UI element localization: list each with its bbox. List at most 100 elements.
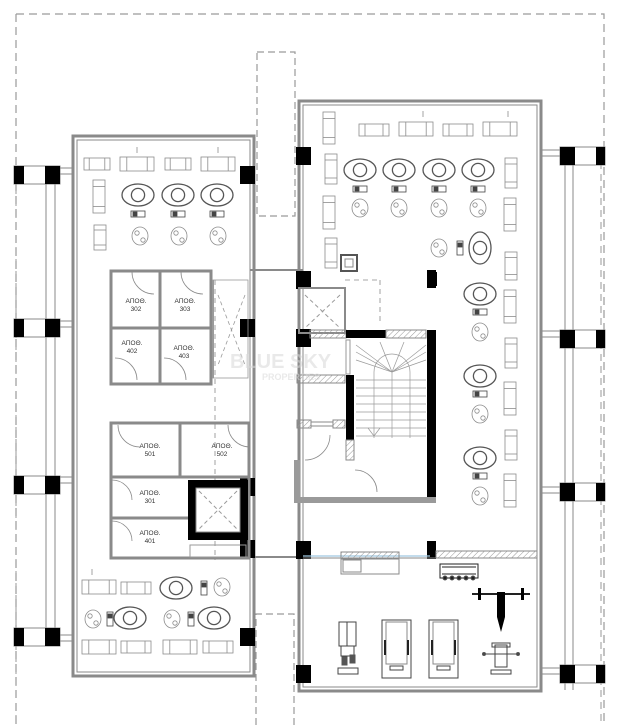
round-table-icon <box>471 486 489 506</box>
multi-gym-icon <box>337 621 359 675</box>
sunbed-icon <box>324 237 338 269</box>
sunbed-icon <box>322 195 336 230</box>
gym-equipment <box>337 563 530 679</box>
furniture-layer <box>81 111 518 655</box>
side-table-icon <box>170 210 186 218</box>
sunbed-icon <box>93 224 107 251</box>
sunbed-icon <box>503 381 517 416</box>
side-table-icon <box>456 240 464 256</box>
round-table-icon <box>351 198 369 218</box>
side-table-icon <box>470 185 486 193</box>
sunbed-icon <box>398 121 434 137</box>
watermark-line1: BLUE SKY <box>230 351 332 373</box>
sunbed-icon <box>503 289 517 324</box>
watermark: BLUE SKY PROPERTIES <box>230 351 332 382</box>
sunbed-icon <box>503 197 517 232</box>
column-icon <box>560 665 575 683</box>
room-number: 402 <box>127 348 138 355</box>
column-icon <box>296 271 311 289</box>
sunbed-icon <box>200 156 236 172</box>
room-number: 301 <box>145 498 156 505</box>
sunbed-icon <box>504 337 518 369</box>
column-icon <box>240 166 255 184</box>
room-label: ΑΠΟΘ. <box>140 490 161 497</box>
oval-lounge-chair-icon <box>343 158 377 182</box>
sunbed-icon <box>83 157 111 171</box>
column-icon <box>596 483 605 501</box>
room-label: ΑΠΟΘ. <box>140 443 161 450</box>
column-icon <box>296 541 311 559</box>
round-table-icon <box>430 238 448 258</box>
sunbed-icon <box>164 157 192 171</box>
side-table-icon <box>106 611 114 627</box>
oval-lounge-chair-icon <box>113 606 147 630</box>
oval-lounge-chair-icon <box>161 183 195 207</box>
link-corridor <box>214 269 381 560</box>
side-table-icon <box>391 185 407 193</box>
sunbed-icon <box>482 121 518 137</box>
column-icon <box>296 147 311 165</box>
round-table-icon <box>471 404 489 424</box>
side-table-icon <box>472 308 488 316</box>
sunbed-icon <box>81 579 117 595</box>
column-icon <box>45 628 60 646</box>
oval-lounge-chair-icon <box>197 606 231 630</box>
room-number: 401 <box>145 538 156 545</box>
side-table-icon <box>472 472 488 480</box>
elevator-icon <box>188 480 248 558</box>
column-icon <box>14 476 24 494</box>
room-label: ΑΠΟΘ. <box>122 340 143 347</box>
storage-block-upper <box>109 269 213 386</box>
oval-lounge-chair-icon <box>422 158 456 182</box>
room-label: ΑΠΟΘ. <box>212 443 233 450</box>
service-shaft <box>212 279 249 379</box>
sunbed-icon <box>504 429 518 461</box>
column-icon <box>14 628 24 646</box>
round-table-icon <box>390 198 408 218</box>
sunbed-icon <box>358 123 390 137</box>
dumbbell-rack-icon <box>439 563 479 581</box>
upper-projection-outline <box>256 51 296 217</box>
side-table-icon <box>187 611 195 627</box>
side-table-icon <box>200 580 208 596</box>
column-icon <box>240 319 255 337</box>
sunbed-icon <box>503 473 517 508</box>
column-icon <box>296 665 311 683</box>
treadmill-icon <box>428 619 459 679</box>
room-label: ΑΠΟΘ. <box>140 530 161 537</box>
sunbed-icon <box>92 179 106 214</box>
round-table-icon <box>469 198 487 218</box>
sunbed-icon <box>119 156 155 172</box>
room-number: 502 <box>217 451 228 458</box>
column-icon <box>45 166 60 184</box>
sunbed-icon <box>322 111 336 145</box>
room-label: ΑΠΟΘ. <box>174 345 195 352</box>
storage-block-lower <box>109 421 251 560</box>
room-label: ΑΠΟΘ. <box>175 298 196 305</box>
lower-projection-outline <box>255 613 295 725</box>
sunbed-icon <box>504 157 518 189</box>
side-table-icon <box>209 210 225 218</box>
room-number: 303 <box>180 306 191 313</box>
sunbed-icon <box>324 153 338 185</box>
column-icon <box>14 319 24 337</box>
sunbed-icon <box>120 640 152 654</box>
side-table-icon <box>472 390 488 398</box>
column-icon <box>45 319 60 337</box>
column-icon <box>560 147 575 165</box>
oval-lounge-chair-icon <box>461 158 495 182</box>
oval-lounge-chair-icon <box>463 282 497 306</box>
round-table-icon <box>131 226 149 246</box>
oval-lounge-chair-icon <box>463 364 497 388</box>
column-icon <box>560 483 575 501</box>
column-icon <box>45 476 60 494</box>
bench-press-icon <box>472 588 530 632</box>
oval-lounge-chair-icon <box>159 576 193 600</box>
oval-lounge-chair-icon <box>463 446 497 470</box>
stair-core <box>294 287 436 503</box>
column-icon <box>14 166 24 184</box>
room-number: 501 <box>145 451 156 458</box>
round-table-icon <box>84 609 102 629</box>
gym-divider <box>303 550 538 575</box>
room-number: 302 <box>131 306 142 313</box>
